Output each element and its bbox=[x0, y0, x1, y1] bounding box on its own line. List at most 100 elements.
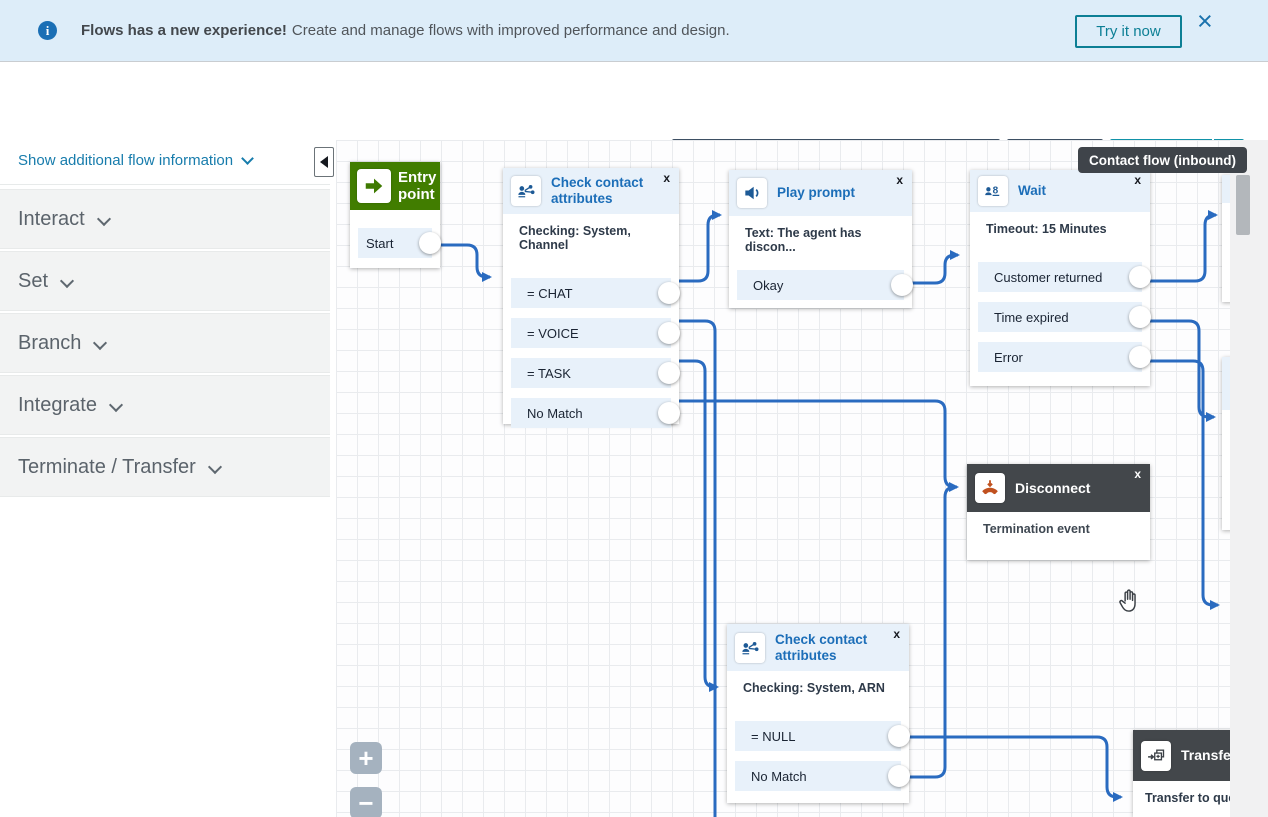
play-prompt-icon bbox=[737, 178, 767, 208]
canvas-vertical-scrollbar[interactable] bbox=[1230, 140, 1268, 817]
chevron-down-icon bbox=[108, 397, 124, 413]
connector-start-to-check1 bbox=[441, 243, 492, 282]
output-port[interactable] bbox=[419, 232, 441, 254]
node-subtitle: Transfer to que bbox=[1145, 791, 1236, 805]
output-label: No Match bbox=[527, 405, 583, 421]
check-contact-attributes-icon bbox=[735, 632, 765, 663]
zoom-out-button[interactable]: − bbox=[350, 787, 382, 817]
output-row-no-match[interactable]: No Match bbox=[511, 398, 680, 428]
scrollbar-thumb[interactable] bbox=[1236, 175, 1250, 235]
output-row-customer-returned[interactable]: Customer returned bbox=[978, 262, 1151, 292]
output-port[interactable] bbox=[888, 765, 910, 787]
close-icon[interactable]: x bbox=[896, 173, 903, 187]
new-experience-banner: i Flows has a new experience!Create and … bbox=[0, 0, 1268, 62]
section-label: Terminate / Transfer bbox=[18, 455, 196, 478]
output-row-no-match[interactable]: No Match bbox=[735, 761, 910, 791]
connector-nomatch2-to-disconnect bbox=[905, 485, 956, 779]
section-label: Set bbox=[18, 269, 49, 292]
output-row-start[interactable]: Start bbox=[358, 228, 441, 258]
output-label: Start bbox=[366, 235, 394, 251]
connector-nomatch1-to-disconnect bbox=[668, 399, 959, 492]
banner-close-icon[interactable]: × bbox=[1197, 6, 1213, 36]
sidebar-section-set[interactable]: Set bbox=[0, 251, 330, 311]
connector-time-expired-right bbox=[1140, 319, 1216, 422]
output-port[interactable] bbox=[891, 274, 913, 296]
node-title: Entry point bbox=[398, 168, 437, 203]
section-label: Interact bbox=[18, 207, 85, 230]
node-check-contact-attributes-2[interactable]: Check contact attributes x Checking: Sys… bbox=[727, 624, 910, 803]
info-icon: i bbox=[38, 21, 57, 40]
transfer-to-queue-icon bbox=[1141, 740, 1171, 771]
connector-error-right bbox=[1140, 359, 1220, 610]
node-wait[interactable]: 8 Wait x Timeout: 15 Minutes Customer re… bbox=[970, 170, 1151, 386]
close-icon[interactable]: x bbox=[1134, 173, 1141, 187]
output-port[interactable] bbox=[658, 282, 680, 304]
node-play-prompt[interactable]: Play prompt x Text: The agent has discon… bbox=[729, 170, 913, 308]
connector-okay-to-wait bbox=[898, 250, 960, 285]
connector-customer-returned-right bbox=[1140, 210, 1218, 283]
hand-cursor-icon bbox=[1119, 589, 1136, 612]
collapse-sidebar-button[interactable] bbox=[314, 147, 334, 177]
zoom-in-button[interactable]: + bbox=[350, 742, 382, 774]
connector-task-to-check2 bbox=[668, 359, 719, 692]
node-title: Disconnect bbox=[1015, 479, 1091, 496]
node-subtitle: Checking: System, Channel bbox=[519, 224, 631, 252]
chevron-down-icon bbox=[96, 211, 111, 227]
flow-canvas[interactable]: Entry point Start Check contact attribut… bbox=[336, 140, 1268, 817]
svg-text:8: 8 bbox=[993, 186, 999, 197]
section-label: Integrate bbox=[18, 393, 97, 416]
output-row-time-expired[interactable]: Time expired bbox=[978, 302, 1151, 332]
section-label: Branch bbox=[18, 331, 82, 354]
sidebar-section-terminate-transfer[interactable]: Terminate / Transfer bbox=[0, 437, 330, 497]
node-title: Transfer t bbox=[1181, 747, 1245, 764]
connector-voice-down bbox=[668, 319, 717, 817]
output-port[interactable] bbox=[658, 322, 680, 344]
close-icon[interactable]: x bbox=[663, 171, 670, 185]
node-disconnect[interactable]: Disconnect x Termination event bbox=[967, 464, 1150, 560]
output-row-voice[interactable]: = VOICE bbox=[511, 318, 680, 348]
node-subtitle: Text: The agent has discon... bbox=[745, 226, 862, 254]
check-contact-attributes-icon bbox=[511, 176, 541, 206]
block-palette-sidebar: Show additional flow information Interac… bbox=[0, 140, 334, 817]
output-port[interactable] bbox=[658, 402, 680, 424]
output-label: Error bbox=[994, 349, 1023, 365]
output-row-okay[interactable]: Okay bbox=[737, 270, 913, 300]
output-port[interactable] bbox=[1129, 306, 1151, 328]
output-row-chat[interactable]: = CHAT bbox=[511, 278, 680, 308]
chevron-down-icon bbox=[59, 273, 75, 289]
output-label: = CHAT bbox=[527, 285, 573, 301]
node-check-contact-attributes-1[interactable]: Check contact attributes x Checking: Sys… bbox=[503, 168, 680, 428]
output-port[interactable] bbox=[888, 725, 910, 747]
sidebar-section-integrate[interactable]: Integrate bbox=[0, 375, 330, 435]
wait-icon: 8 bbox=[978, 176, 1008, 206]
connector-null-to-transfer bbox=[905, 735, 1123, 802]
node-title: Wait bbox=[1018, 183, 1046, 199]
close-icon[interactable]: x bbox=[893, 627, 900, 641]
banner-message-rest: Create and manage flows with improved pe… bbox=[291, 22, 730, 39]
node-title: Play prompt bbox=[777, 185, 856, 201]
chevron-down-icon bbox=[207, 459, 222, 475]
output-label: Okay bbox=[753, 277, 784, 293]
sidebar-section-branch[interactable]: Branch bbox=[0, 313, 330, 373]
output-port[interactable] bbox=[1129, 266, 1151, 288]
output-port[interactable] bbox=[1129, 346, 1151, 368]
show-flow-information-link[interactable]: Show additional flow information bbox=[18, 152, 254, 169]
node-title: Check contact attributes bbox=[775, 631, 868, 663]
chevron-left-icon bbox=[320, 156, 328, 168]
output-label: = VOICE bbox=[527, 325, 579, 341]
node-title: Check contact attributes bbox=[551, 175, 644, 206]
close-icon[interactable]: x bbox=[1134, 467, 1141, 481]
output-label: Time expired bbox=[994, 309, 1069, 325]
node-subtitle: Checking: System, ARN bbox=[743, 681, 885, 695]
connector-chat-to-playprompt bbox=[668, 210, 722, 283]
try-it-now-button[interactable]: Try it now bbox=[1075, 15, 1182, 48]
output-port[interactable] bbox=[658, 362, 680, 384]
output-row-null[interactable]: = NULL bbox=[735, 721, 910, 751]
divider bbox=[0, 184, 330, 185]
banner-message-bold: Flows has a new experience! bbox=[81, 22, 287, 39]
sidebar-section-interact[interactable]: Interact bbox=[0, 189, 330, 249]
output-row-task[interactable]: = TASK bbox=[511, 358, 680, 388]
output-row-error[interactable]: Error bbox=[978, 342, 1151, 372]
node-entry-point[interactable]: Entry point Start bbox=[350, 162, 441, 268]
output-label: = TASK bbox=[527, 365, 571, 381]
